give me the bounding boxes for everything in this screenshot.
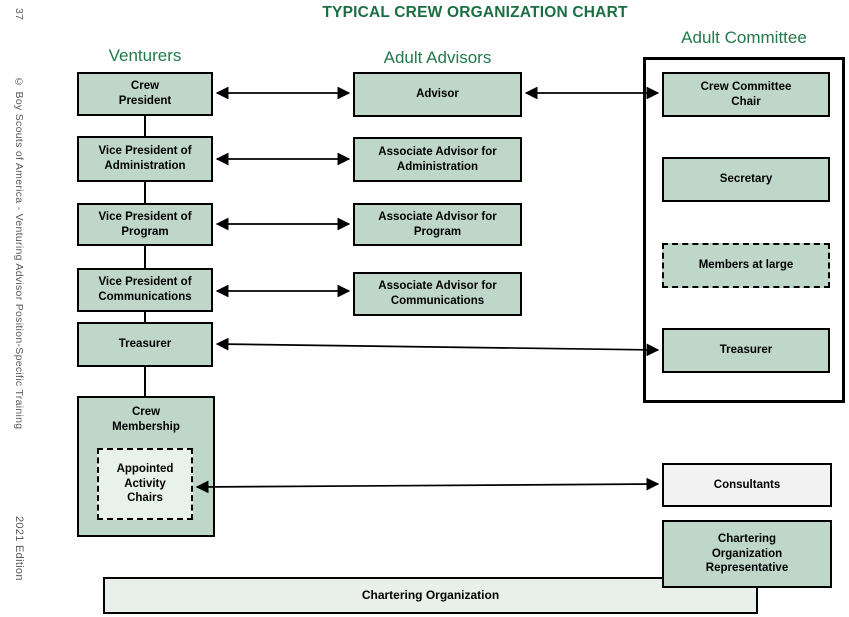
box-members-at-large: Members at large xyxy=(662,243,830,288)
box-secretary: Secretary xyxy=(662,157,830,202)
edition-text: 2021 Edition xyxy=(13,516,25,581)
arrow-treasurer-treasurer xyxy=(215,337,660,357)
box-treasurer-committee: Treasurer xyxy=(662,328,830,373)
crew-membership-label: Crew Membership xyxy=(112,406,180,433)
column-header-adult-advisors: Adult Advisors xyxy=(383,48,492,67)
box-advisor: Advisor xyxy=(353,72,522,117)
box-associate-advisor-program: Associate Advisor for Program xyxy=(353,203,522,246)
box-crew-committee-chair: Crew Committee Chair xyxy=(662,72,830,117)
adult-committee-container xyxy=(643,57,845,403)
column-header-adult-committee: Adult Committee xyxy=(681,28,807,47)
column-header-venturers: Venturers xyxy=(108,46,182,65)
box-chartering-org-representative: Chartering Organization Representative xyxy=(662,520,832,588)
box-appointed-activity-chairs: Appointed Activity Chairs xyxy=(97,448,193,520)
box-consultants: Consultants xyxy=(662,463,832,507)
box-associate-advisor-administration: Associate Advisor for Administration xyxy=(353,137,522,182)
box-vp-communications: Vice President of Communications xyxy=(77,268,213,312)
chart-title: TYPICAL CREW ORGANIZATION CHART xyxy=(322,4,628,21)
arrow-activity-chairs-consultants xyxy=(195,477,660,494)
box-crew-president: Crew President xyxy=(77,72,213,116)
box-vp-program: Vice President of Program xyxy=(77,203,213,246)
page-number: 37 xyxy=(13,8,25,21)
copyright-text: © Boy Scouts of America - Venturing Advi… xyxy=(13,76,25,430)
box-vp-administration: Vice President of Administration xyxy=(77,136,213,182)
box-chartering-organization: Chartering Organization xyxy=(103,577,758,614)
box-treasurer-venturer: Treasurer xyxy=(77,322,213,367)
box-associate-advisor-communications: Associate Advisor for Communications xyxy=(353,272,522,316)
